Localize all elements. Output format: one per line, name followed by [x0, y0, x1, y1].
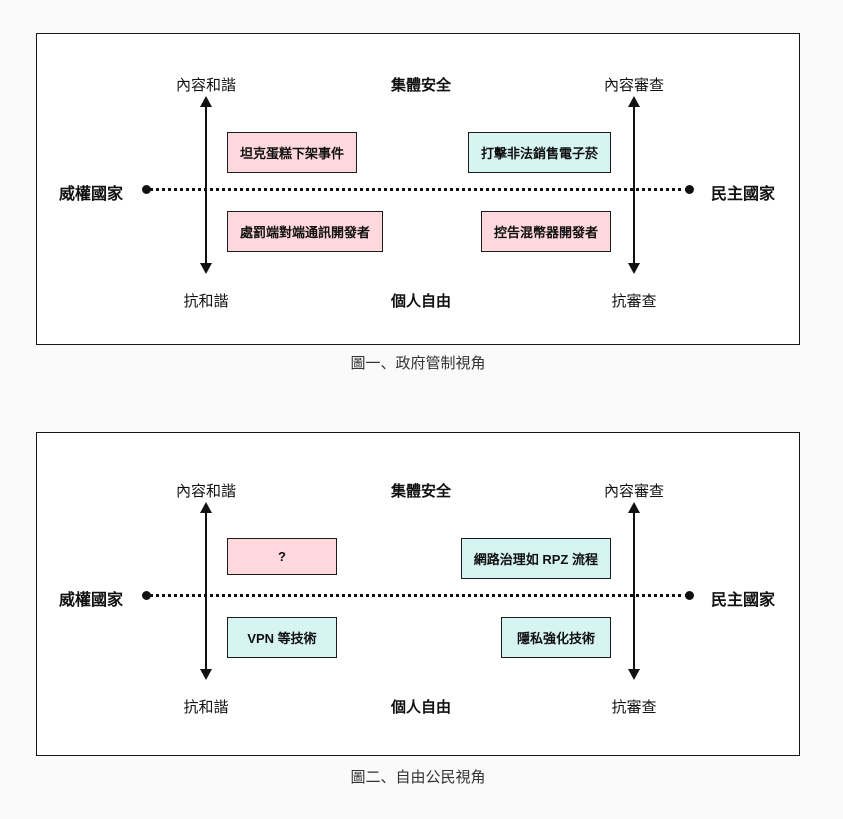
- axis-endpoint-dot-left: [142, 591, 151, 600]
- arrow-shaft: [204, 513, 208, 669]
- event-box-bottom-left: VPN 等技術: [227, 617, 337, 658]
- axis-label-content-censorship: 內容審查: [603, 77, 665, 94]
- axis-label-anti-censorship: 抗審查: [611, 699, 657, 716]
- axis-label-collective-security: 集體安全: [390, 483, 452, 500]
- axis-label-content-harmony: 內容和諧: [175, 77, 237, 94]
- event-box-bottom-right: 控告混幣器開發者: [480, 211, 611, 252]
- axis-endpoint-dot-left: [142, 185, 151, 194]
- endpoint-label-authoritarian: 威權國家: [59, 592, 124, 609]
- arrowhead-up-icon: [200, 502, 212, 513]
- vertical-double-arrow-left: [200, 96, 212, 274]
- arrowhead-down-icon: [628, 263, 640, 274]
- event-box-bottom-right: 隱私強化技術: [501, 617, 611, 658]
- axis-label-anti-harmony: 抗和諧: [183, 293, 229, 310]
- axis-label-personal-freedom: 個人自由: [390, 293, 452, 310]
- vertical-double-arrow-right: [628, 502, 640, 680]
- figure-1-government-view-panel: 內容和諧 集體安全 內容審查 威權國家 民主國家 坦克蛋糕下架事件 打擊非法銷售…: [36, 33, 800, 345]
- event-box-top-right: 網路治理如 RPZ 流程: [460, 538, 611, 579]
- event-box-bottom-left: 處罰端對端通訊開發者: [227, 211, 384, 252]
- dotted-spectrum-axis: [149, 594, 689, 597]
- arrowhead-up-icon: [200, 96, 212, 107]
- endpoint-label-authoritarian: 威權國家: [59, 186, 124, 203]
- figure-2-caption: 圖二、自由公民視角: [350, 769, 486, 786]
- axis-label-collective-security: 集體安全: [390, 77, 452, 94]
- arrow-shaft: [204, 107, 208, 263]
- figure-2-canvas: 內容和諧 集體安全 內容審查 威權國家 民主國家 ? 網路治理如 RPZ 流程 …: [37, 440, 799, 755]
- endpoint-label-democratic: 民主國家: [710, 592, 775, 609]
- arrow-shaft: [632, 107, 636, 263]
- figure-2-free-citizen-view-panel: 內容和諧 集體安全 內容審查 威權國家 民主國家 ? 網路治理如 RPZ 流程 …: [36, 432, 800, 756]
- axis-label-personal-freedom: 個人自由: [390, 699, 452, 716]
- arrowhead-down-icon: [200, 263, 212, 274]
- figure-1-caption: 圖一、政府管制視角: [350, 355, 486, 372]
- axis-endpoint-dot-right: [685, 591, 694, 600]
- axis-label-anti-censorship: 抗審查: [611, 293, 657, 310]
- event-box-top-right: 打擊非法銷售電子菸: [467, 132, 611, 173]
- event-box-top-left: ?: [227, 538, 337, 575]
- axis-label-content-harmony: 內容和諧: [175, 483, 237, 500]
- dotted-spectrum-axis: [149, 188, 689, 191]
- vertical-double-arrow-right: [628, 96, 640, 274]
- arrowhead-down-icon: [200, 669, 212, 680]
- arrowhead-up-icon: [628, 502, 640, 513]
- vertical-double-arrow-left: [200, 502, 212, 680]
- axis-endpoint-dot-right: [685, 185, 694, 194]
- figure-1-canvas: 內容和諧 集體安全 內容審查 威權國家 民主國家 坦克蛋糕下架事件 打擊非法銷售…: [37, 34, 799, 344]
- event-box-top-left: 坦克蛋糕下架事件: [227, 132, 358, 173]
- arrow-shaft: [632, 513, 636, 669]
- axis-label-anti-harmony: 抗和諧: [183, 699, 229, 716]
- arrowhead-down-icon: [628, 669, 640, 680]
- arrowhead-up-icon: [628, 96, 640, 107]
- endpoint-label-democratic: 民主國家: [710, 186, 775, 203]
- axis-label-content-censorship: 內容審查: [603, 483, 665, 500]
